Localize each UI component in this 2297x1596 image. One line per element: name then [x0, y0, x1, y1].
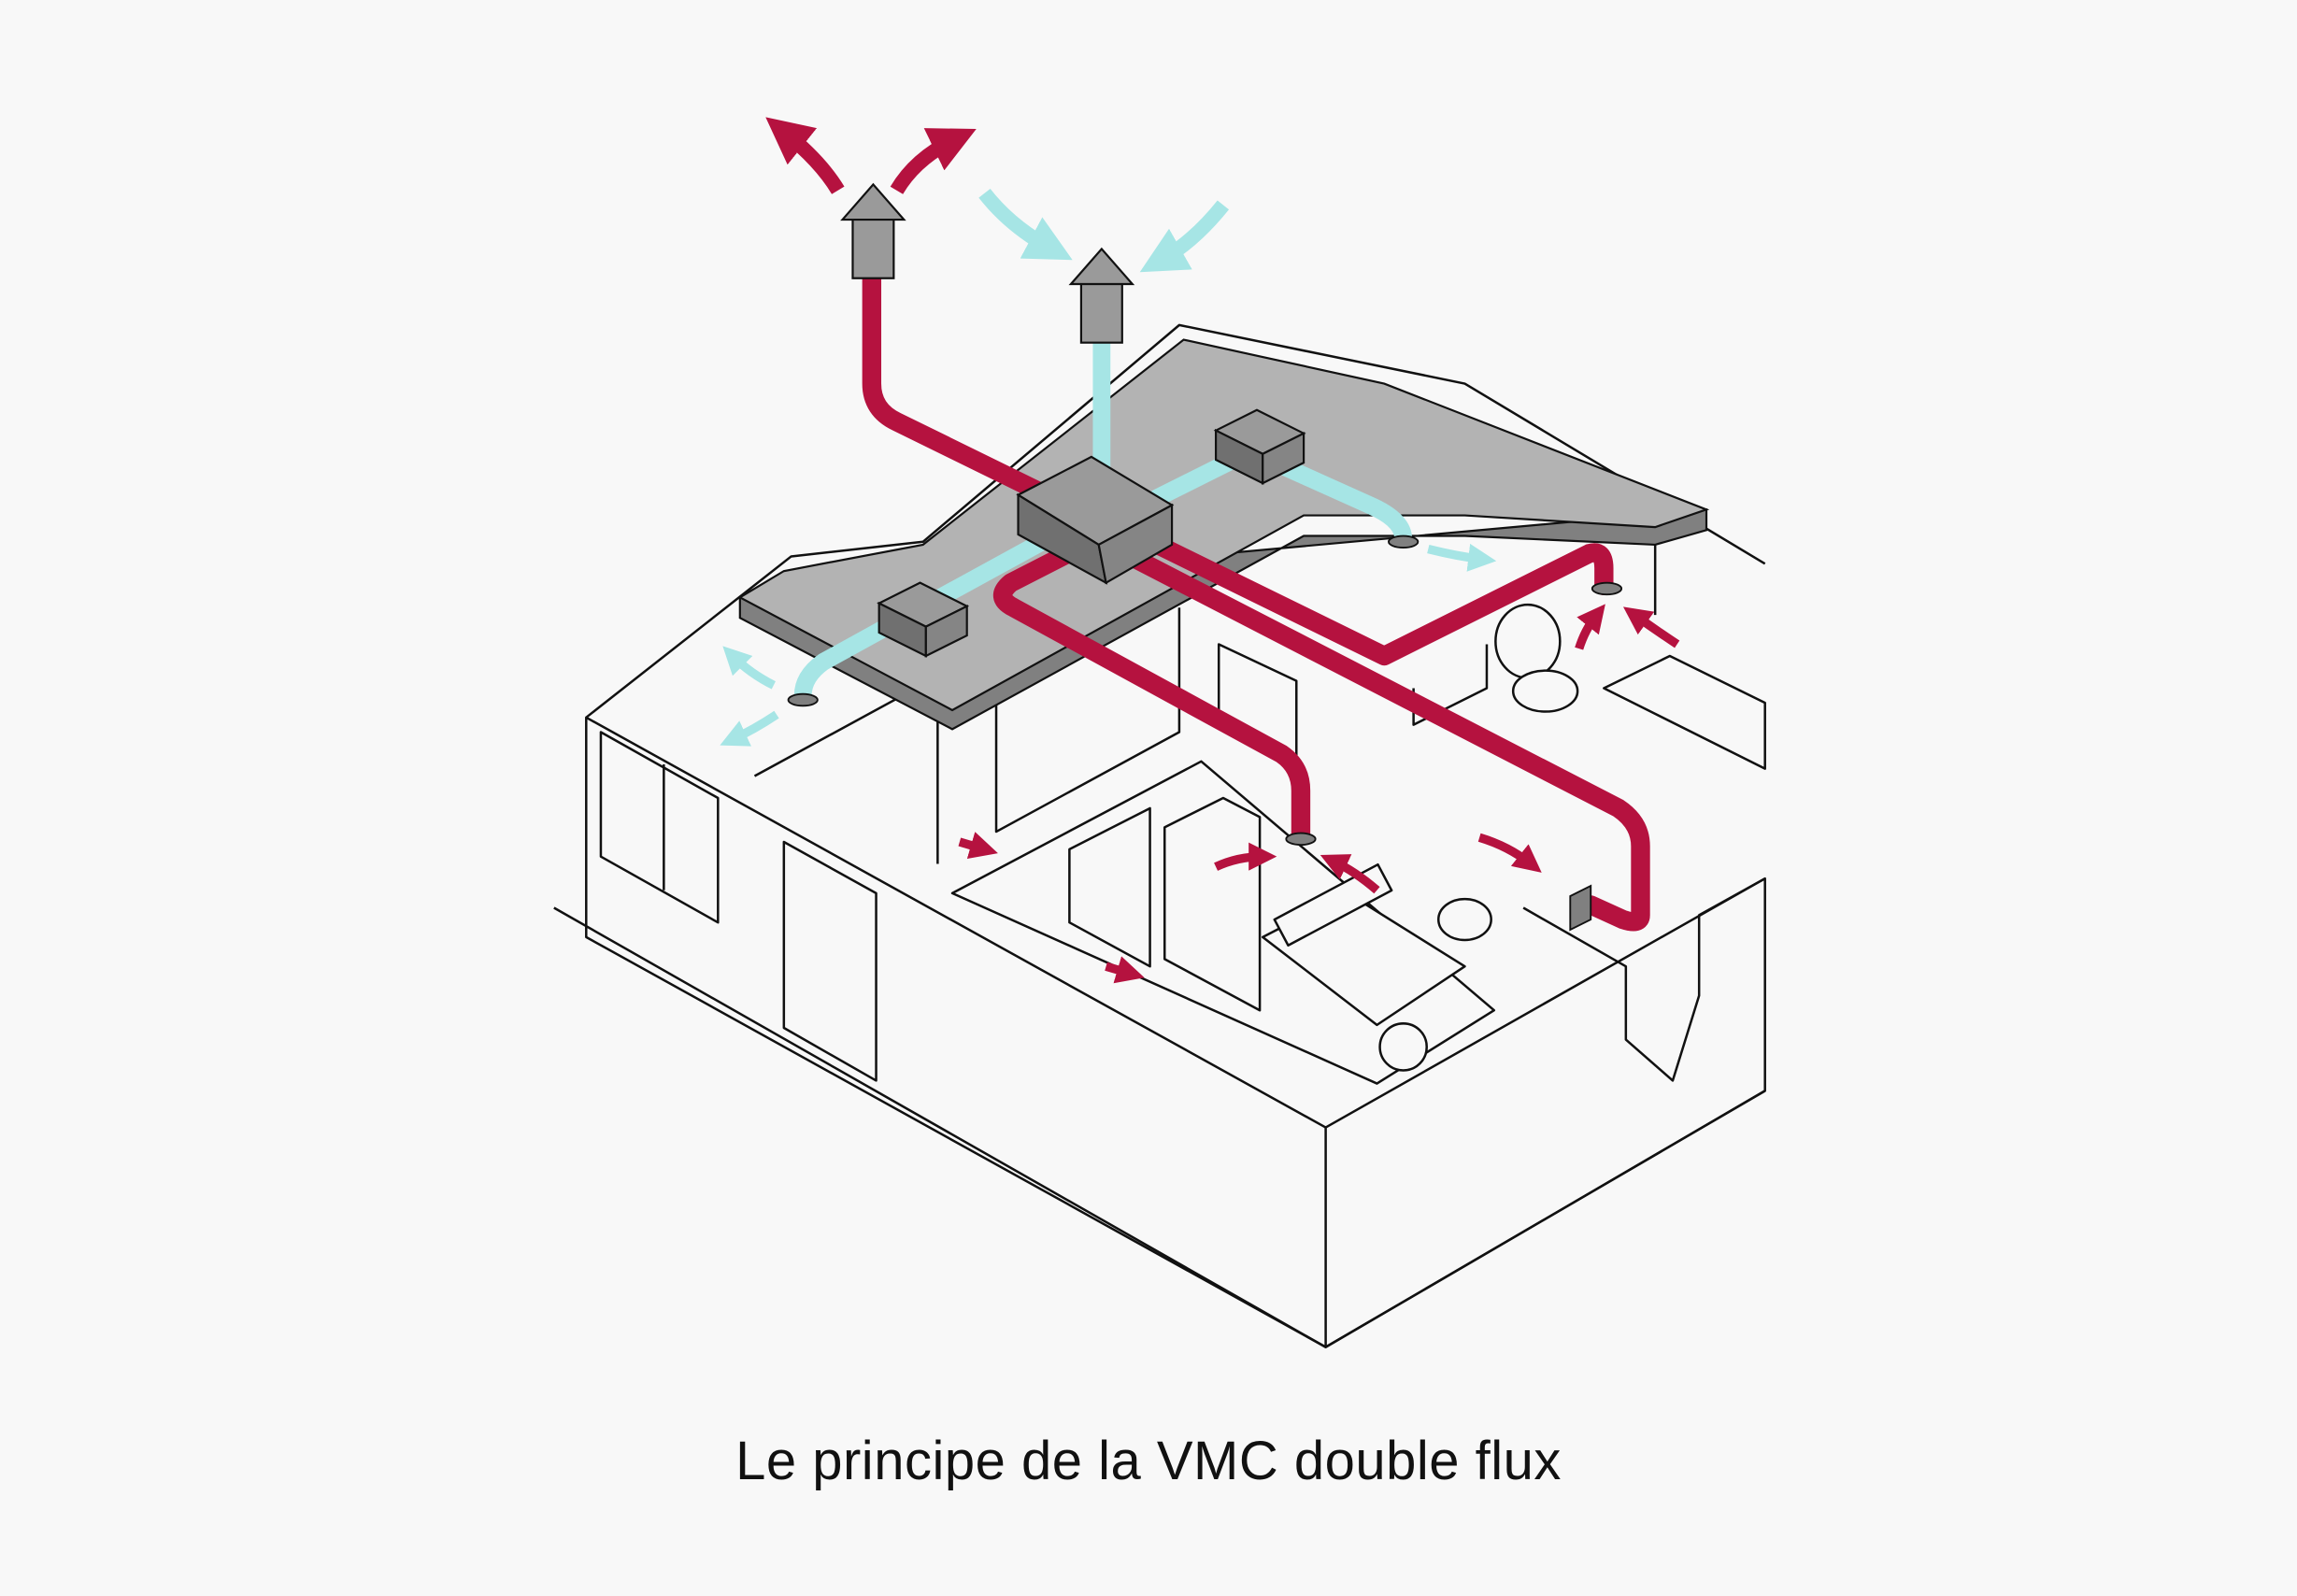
intake-chimney: [1068, 247, 1135, 344]
intake-arrow-icon: [978, 188, 1230, 273]
exhaust-arrow-icon: [765, 117, 977, 194]
vmc-unit: [877, 408, 1306, 658]
diagram-caption: Le principe de la VMC double flux: [735, 1431, 1562, 1491]
extract-arrow-icon: [958, 604, 1680, 984]
extract-ducts: [862, 268, 1650, 932]
house-structure: [553, 323, 1766, 1348]
supply-arrow-icon: [720, 543, 1497, 747]
vents: [787, 534, 1623, 932]
exhaust-chimney: [840, 182, 906, 279]
